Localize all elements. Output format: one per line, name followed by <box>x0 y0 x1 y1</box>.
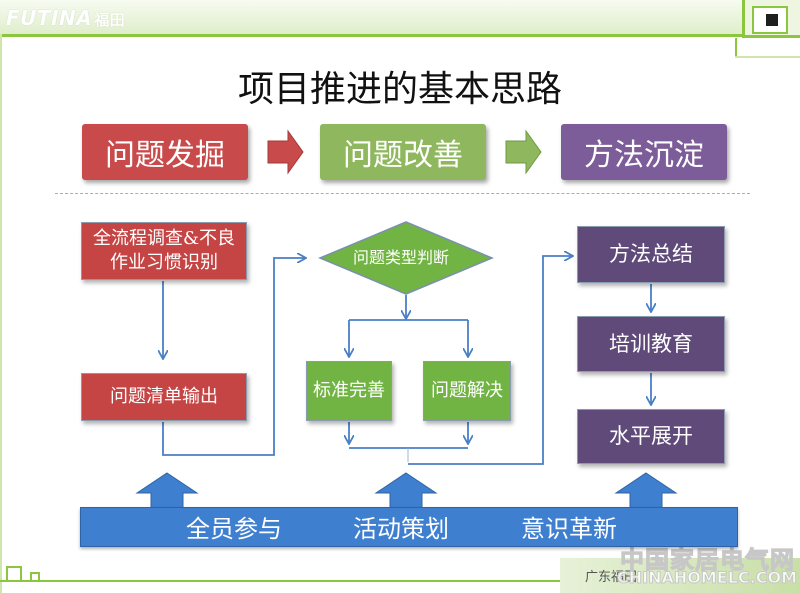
frame-bottom-line <box>0 580 560 582</box>
foundation-all-staff: 全员参与 <box>186 515 282 543</box>
box-problem-solve: 问题解决 <box>423 361 511 421</box>
footer-band <box>560 558 800 593</box>
arrow-right-icon <box>267 129 304 175</box>
box-standard-improve: 标准完善 <box>306 361 392 421</box>
foundation-activity-planning: 活动策划 <box>353 515 449 543</box>
arrow-up-icon <box>135 472 199 511</box>
logo-brand: FUTINA <box>6 6 93 30</box>
stage-problem-improvement: 问题改善 <box>320 124 486 180</box>
decorative-square-icon <box>6 566 22 582</box>
header-band <box>0 0 800 34</box>
page-title: 项目推进的基本思路 <box>237 69 562 110</box>
decision-label: 问题类型判断 <box>352 248 449 267</box>
stage-method-consolidation: 方法沉淀 <box>561 124 727 180</box>
box-method-summary: 方法总结 <box>577 226 725 283</box>
logo-cn: 福田 <box>94 11 126 29</box>
decorative-line <box>735 56 800 58</box>
arrow-up-icon <box>614 472 678 511</box>
frame-left-line <box>0 34 2 593</box>
arrow-up-icon <box>374 472 438 511</box>
arrow-right-icon <box>505 129 542 175</box>
box-training: 培训教育 <box>577 316 725 372</box>
decorative-square-icon <box>30 572 40 582</box>
footer-company: 广东福田 <box>585 570 638 585</box>
header-line <box>0 34 742 37</box>
decorative-line <box>735 38 737 58</box>
box-issue-list: 问题清单输出 <box>81 373 247 421</box>
box-horizontal-rollout: 水平展开 <box>577 409 725 464</box>
foundation-bar <box>80 507 738 547</box>
connector-to-summary <box>408 256 572 465</box>
dashed-divider <box>55 193 750 194</box>
watermark-en: CHINAHOMELC.COM <box>617 568 798 588</box>
stage-problem-discovery: 问题发掘 <box>82 124 248 180</box>
watermark-cn: 中国家居电气网 <box>620 546 795 575</box>
decorative-square-icon <box>766 14 778 26</box>
foundation-mindset-reform: 意识革新 <box>521 515 617 543</box>
box-process-survey: 全流程调查&不良作业习惯识别 <box>81 222 247 280</box>
connector-list-to-judgement <box>162 258 305 456</box>
